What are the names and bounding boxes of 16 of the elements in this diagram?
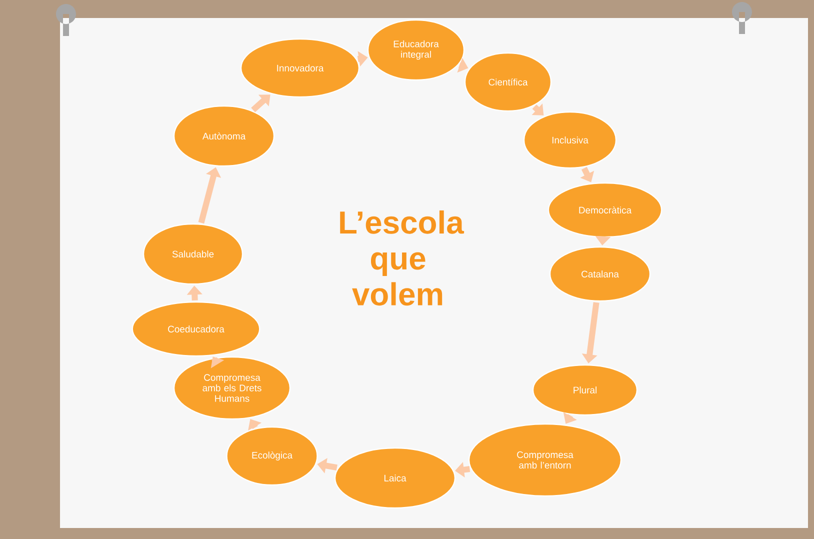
ellipse-node: Innovadora (240, 38, 360, 98)
title: L’escola que volem (340, 210, 464, 306)
ellipse-node: Coeducadora (132, 301, 260, 357)
ellipse-node: Plural (532, 364, 638, 416)
ellipse-node: Compromesa amb l’entorn (468, 423, 622, 497)
ellipse-node: Científica (464, 52, 552, 112)
ellipse-node: Inclusiva (523, 111, 617, 169)
ellipse-node: Democràtica (548, 182, 662, 238)
ellipse-node: Laica (334, 447, 456, 509)
ellipse-node: Catalana (549, 246, 651, 302)
ellipse-node: Ecològica (226, 426, 318, 486)
arrow (251, 94, 270, 112)
ellipse-node: Educadora integral (367, 19, 465, 81)
ellipse-node: Compromesa amb els Drets Humans (173, 356, 291, 420)
ellipse-node: Autònoma (173, 105, 275, 167)
ellipse-node: Saludable (142, 223, 244, 285)
